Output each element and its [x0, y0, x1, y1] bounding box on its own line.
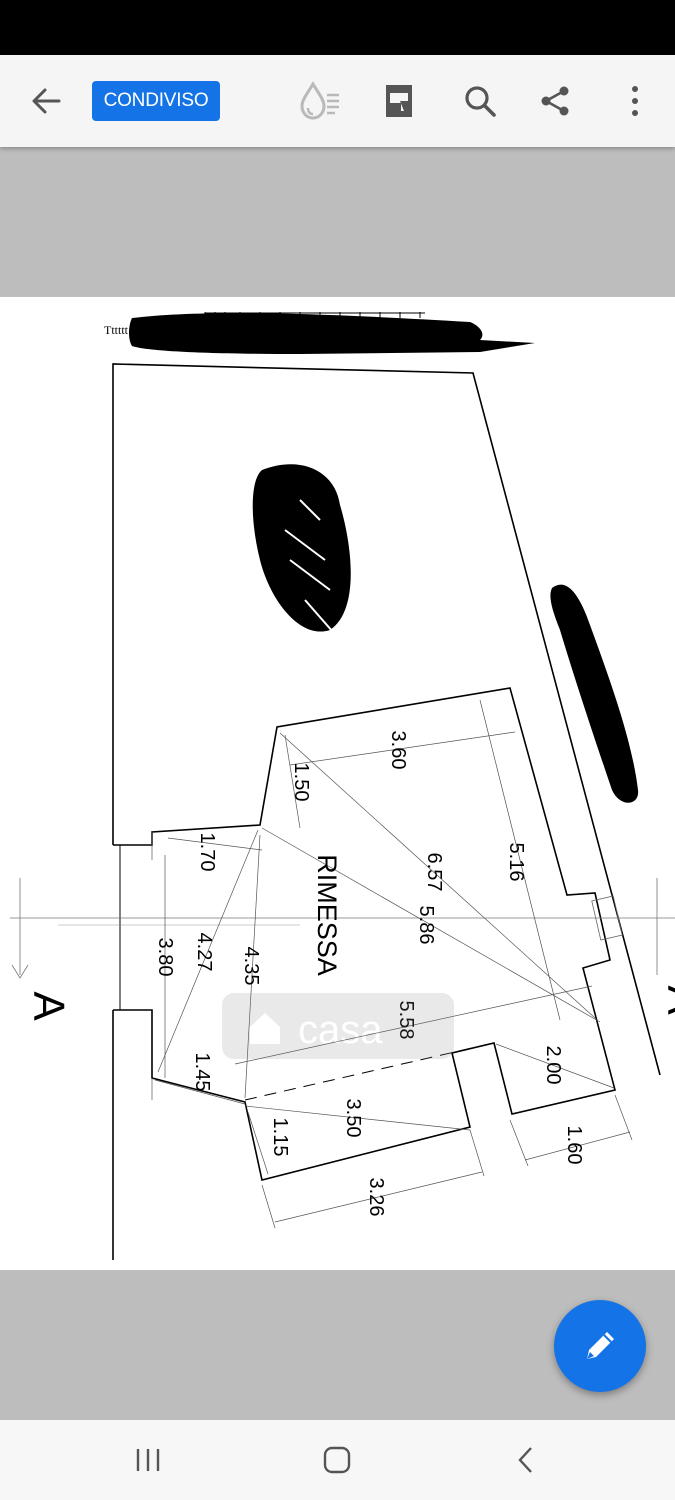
search-button[interactable] [454, 75, 506, 127]
outer-outline [112, 363, 661, 1076]
document-page[interactable]: Tttttt [0, 297, 675, 1270]
scribble-redaction-1 [252, 464, 351, 632]
section-label-left: A [24, 991, 73, 1021]
share-icon [541, 86, 569, 116]
status-bar [0, 0, 675, 55]
floor-plan-drawing: Tttttt [10, 312, 675, 1260]
home-icon [323, 1446, 351, 1474]
bookmark-panel-icon [386, 85, 412, 117]
back-arrow-icon [32, 88, 61, 114]
pencil-icon [587, 1332, 614, 1359]
edit-fab-button[interactable] [554, 1300, 646, 1392]
system-nav-bar [0, 1420, 675, 1500]
dim-4.35: 4.35 [240, 947, 262, 986]
header-redaction [129, 313, 535, 354]
recent-apps-button[interactable] [118, 1438, 178, 1482]
svg-text:casa: casa [298, 1008, 383, 1052]
dim-1.15: 1.15 [269, 1118, 291, 1157]
more-options-button[interactable] [609, 75, 661, 127]
dim-4.27: 4.27 [193, 933, 215, 972]
reading-mode-button[interactable] [294, 75, 346, 127]
scribble-redaction-2 [550, 584, 639, 803]
dim-3.26: 3.26 [365, 1178, 387, 1217]
reading-mode-icon [300, 81, 339, 120]
dim-1.70: 1.70 [196, 833, 218, 872]
system-back-button[interactable] [496, 1438, 556, 1482]
back-button[interactable] [20, 75, 72, 127]
back-icon [518, 1447, 532, 1473]
search-icon [465, 86, 496, 117]
more-vertical-icon [632, 86, 638, 116]
dim-2.00: 2.00 [542, 1046, 564, 1085]
dim-3.50: 3.50 [342, 1099, 364, 1138]
rimessa-outline [113, 687, 616, 1181]
dim-5.86: 5.86 [415, 906, 437, 945]
dim-1.45: 1.45 [191, 1053, 213, 1092]
shared-badge[interactable]: CONDIVISO [92, 81, 220, 121]
section-label-right: A [658, 985, 675, 1015]
watermark: casa [222, 993, 454, 1059]
home-button[interactable] [307, 1438, 367, 1482]
header-text: Tttttt [104, 323, 129, 337]
dim-1.60: 1.60 [563, 1126, 585, 1165]
dim-3.80: 3.80 [154, 938, 176, 977]
dim-6.57: 6.57 [423, 853, 445, 892]
top-app-bar: CONDIVISO [0, 55, 675, 147]
room-label: RIMESSA [312, 854, 342, 976]
dim-5.58: 5.58 [395, 1001, 417, 1040]
share-button[interactable] [529, 75, 581, 127]
recent-apps-icon [136, 1449, 160, 1471]
dim-3.60: 3.60 [387, 731, 409, 770]
bookmark-panel-button[interactable] [373, 75, 425, 127]
dim-1.50: 1.50 [290, 763, 312, 802]
dim-5.16: 5.16 [505, 843, 527, 882]
